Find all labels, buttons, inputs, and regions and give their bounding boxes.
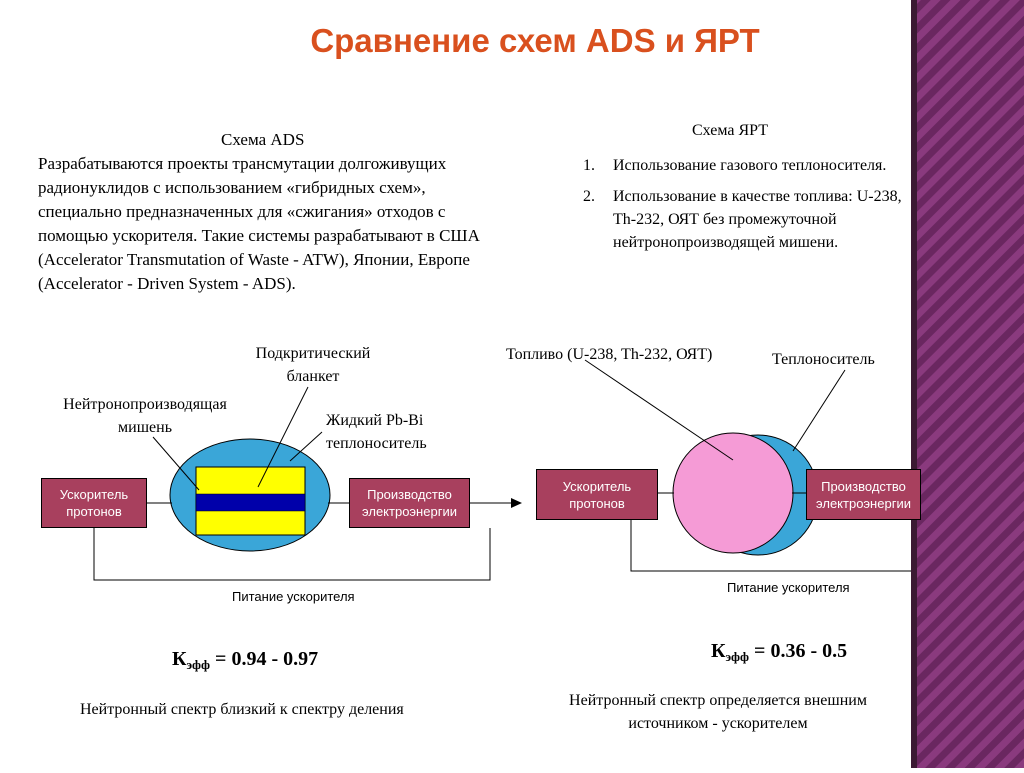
- yart-fuel-circle: [672, 432, 794, 554]
- ads-blanket-pointer: [257, 386, 309, 488]
- yart-power-label: Производство: [821, 478, 906, 494]
- yart-power-label: электроэнергии: [816, 495, 911, 511]
- yart-coolant-label: Теплоноситель: [772, 351, 875, 368]
- yart-keff: Кэфф = 0.36 - 0.5: [711, 640, 848, 664]
- ads-keff: Кэфф = 0.94 - 0.97: [172, 648, 319, 672]
- ads-feedback-loop: [93, 528, 491, 581]
- yart-fuel-label: Топливо (U-238, Th-232, ОЯТ): [506, 346, 713, 363]
- ads-output-arrowhead: [511, 498, 522, 508]
- ads-feedback-label: Питание ускорителя: [232, 589, 355, 604]
- ads-power-label: электроэнергии: [362, 504, 457, 519]
- yart-feedback-label: Питание ускорителя: [727, 580, 850, 595]
- ads-power-label: Производство: [367, 487, 452, 502]
- yart-list: 1.Использование газового теплоносителя. …: [583, 154, 903, 262]
- ads-description: Разрабатываются проекты трансмутации дол…: [38, 154, 480, 293]
- yart-accelerator-label: протонов: [569, 495, 625, 511]
- decorative-side-stripe: [911, 0, 1024, 768]
- yart-list-item: 1.Использование газового теплоносителя.: [583, 157, 887, 174]
- yart-accelerator-label: Ускоритель: [562, 478, 632, 494]
- ads-target-band: [195, 493, 306, 512]
- yart-heading: Схема ЯРТ: [692, 122, 769, 139]
- yart-feedback-loop: [630, 520, 911, 572]
- schemes-diagram: [93, 359, 911, 581]
- yart-fuel-pointer: [584, 359, 734, 461]
- ads-heading: Схема ADS: [221, 130, 305, 149]
- ads-accelerator-box: Ускоритель протонов: [41, 478, 147, 528]
- ads-spectrum-note: Нейтронный спектр близкий к спектру деле…: [80, 701, 404, 718]
- ads-target-pointer: [152, 436, 200, 491]
- yart-coolant-pointer: [792, 369, 846, 452]
- ads-accelerator-label: Ускоритель: [59, 487, 129, 502]
- ads-accelerator-label: протонов: [66, 504, 122, 519]
- yart-list-item: 2.Использование в качестве топлива: U-23…: [583, 188, 902, 251]
- ads-coolant-pointer: [289, 431, 323, 462]
- page-title: Сравнение схем ADS и ЯРТ: [310, 22, 760, 59]
- ads-power-box: Производство электроэнергии: [349, 478, 470, 528]
